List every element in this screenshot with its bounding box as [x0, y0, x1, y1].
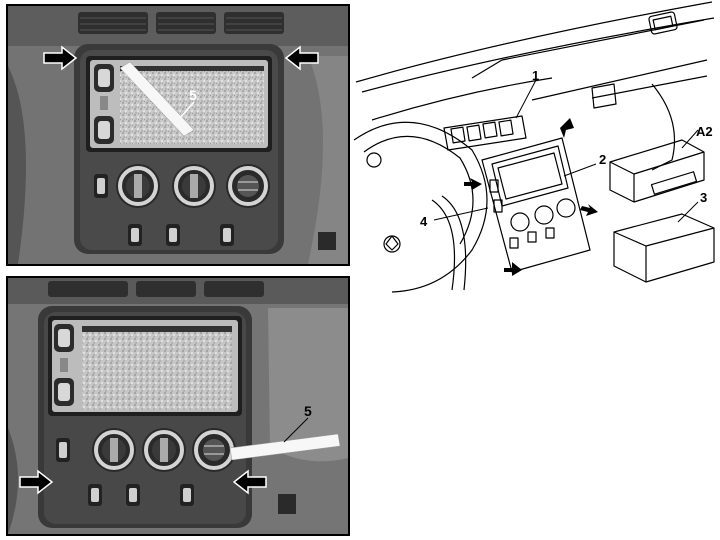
diagram-callout-1: 1 [532, 68, 539, 83]
bottom-photo-illustration: 5 [8, 278, 348, 534]
bottom-photo: 5 [6, 276, 350, 536]
top-photo: 5 [6, 4, 350, 266]
diagram-callout-4: 4 [420, 214, 428, 229]
bottom-photo-callout-5: 5 [304, 403, 312, 419]
top-photo-illustration: 5 [8, 6, 348, 264]
top-photo-callout-5: 5 [189, 87, 197, 103]
diagram-callout-3: 3 [700, 190, 707, 205]
exploded-diagram: 1 2 3 4 A2 [352, 0, 718, 300]
diagram-illustration: 1 2 3 4 A2 [352, 0, 718, 300]
diagram-callout-2: 2 [599, 152, 606, 167]
diagram-callout-a2: A2 [696, 124, 713, 139]
